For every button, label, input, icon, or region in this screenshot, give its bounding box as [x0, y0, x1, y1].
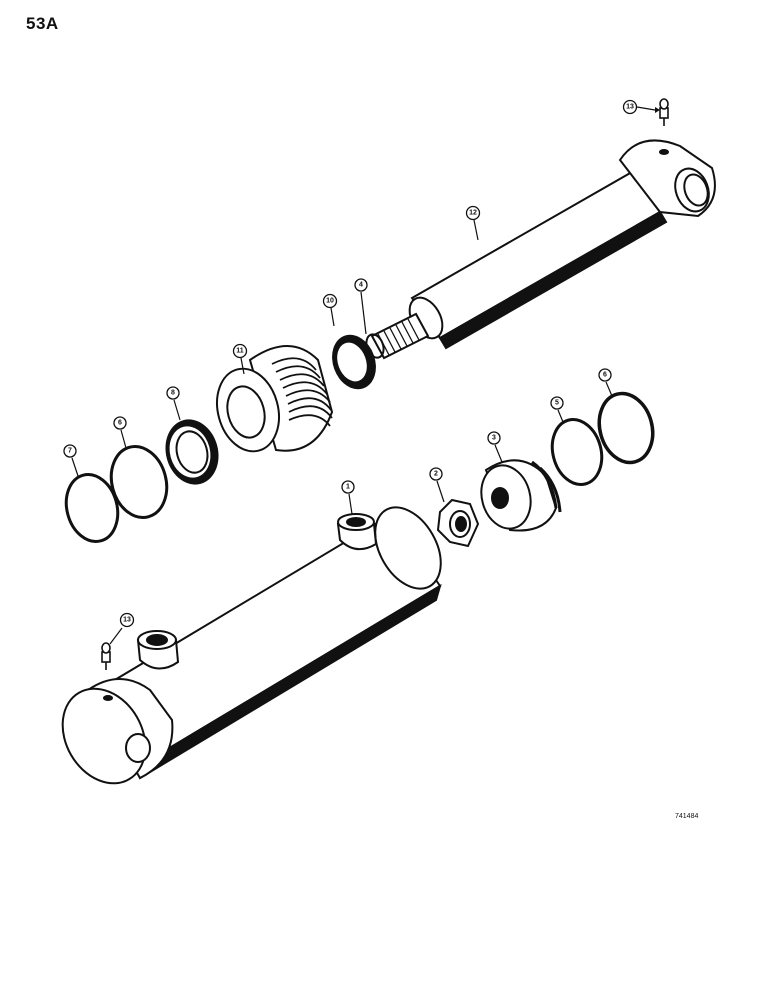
callout-3: 3 — [487, 431, 501, 445]
callout-13-upper-label: 13 — [626, 104, 634, 111]
callout-5-label: 5 — [555, 400, 559, 407]
callout-13-upper: 13 — [622, 99, 638, 115]
part-5-o-ring — [550, 418, 604, 486]
callout-4: 4 — [354, 278, 368, 292]
part-3-piston — [480, 459, 562, 532]
cylinder-rod — [370, 139, 716, 360]
callout-7: 7 — [63, 444, 77, 458]
page-number: 53A — [26, 14, 59, 33]
callout-11: 11 — [232, 343, 248, 359]
part-6-backup-ring-left — [109, 445, 169, 519]
grease-fitting-lower — [101, 642, 111, 670]
callout-1: 1 — [341, 480, 355, 494]
callout-6-right: 6 — [598, 368, 612, 382]
callout-1-label: 1 — [346, 484, 350, 491]
callout-12: 12 — [465, 205, 481, 221]
callout-6-left: 6 — [113, 416, 127, 430]
callout-10-label: 10 — [326, 298, 334, 305]
callout-13-lower: 13 — [119, 612, 135, 628]
callout-12-label: 12 — [469, 210, 477, 217]
callout-3-label: 3 — [492, 435, 496, 442]
part-8-rod-seal — [165, 419, 219, 485]
callout-6-left-label: 6 — [118, 420, 122, 427]
part-6-backup-ring-right — [597, 391, 655, 465]
callout-5: 5 — [550, 396, 564, 410]
callout-8-label: 8 — [171, 390, 175, 397]
callout-13-lower-label: 13 — [123, 617, 131, 624]
grease-fitting-upper — [659, 98, 669, 126]
figure-code: 741484 — [675, 813, 699, 820]
callout-4-label: 4 — [359, 282, 363, 289]
callout-6-right-label: 6 — [603, 372, 607, 379]
part-7-o-ring — [64, 473, 120, 543]
callout-7-label: 7 — [68, 448, 72, 455]
callout-10: 10 — [322, 293, 338, 309]
leader-lines — [71, 106, 656, 645]
part-1-barrel — [61, 506, 442, 785]
part-11-gland — [216, 345, 334, 453]
part-10-seal — [332, 334, 376, 390]
callout-11-label: 11 — [236, 348, 244, 355]
callout-2: 2 — [429, 467, 443, 481]
callout-8: 8 — [166, 386, 180, 400]
part-2-nut — [436, 498, 480, 548]
callout-2-label: 2 — [434, 471, 438, 478]
